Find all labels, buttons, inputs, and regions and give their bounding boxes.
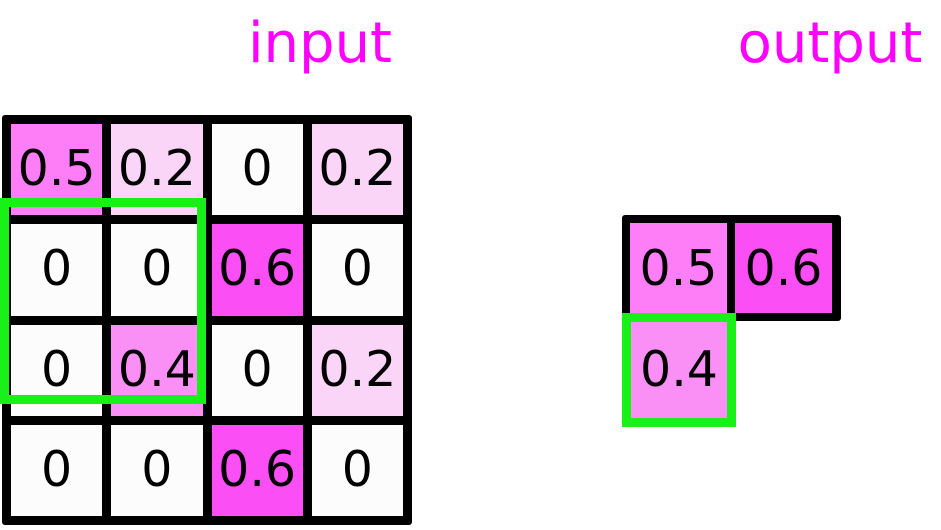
output-cell-2[interactable]: 0.6 <box>735 223 832 313</box>
input-grid: 0.5 0.2 0 0.2 0 0 0.6 0 0 0.4 0 0.2 0 0 0.6 0 <box>2 115 412 525</box>
input-cell-value: 0 <box>41 240 73 298</box>
output-cell-value: 0.5 <box>639 239 718 297</box>
output-cell-1[interactable]: 0.5 <box>630 223 727 313</box>
input-cell-value: 0 <box>241 340 273 398</box>
output-selected-cell: 0.4 <box>622 313 736 427</box>
input-cell-value: 0.6 <box>218 440 297 498</box>
input-cell-r1c4[interactable]: 0.2 <box>311 124 403 216</box>
output-cell-value: 0.6 <box>744 239 823 297</box>
input-cell-r1c1[interactable]: 0.5 <box>11 124 103 216</box>
output-top-row: 0.5 0.6 <box>622 215 841 321</box>
input-cell-r1c2[interactable]: 0.2 <box>111 124 203 216</box>
input-cell-value: 0.6 <box>218 240 297 298</box>
input-cell-value: 0 <box>41 340 73 398</box>
input-cell-value: 0.5 <box>17 140 96 198</box>
output-grid: 0.5 0.6 0.4 <box>613 206 843 428</box>
input-cell-value: 0.4 <box>117 340 196 398</box>
input-cell-r3c3[interactable]: 0 <box>211 324 303 416</box>
input-cell-r3c2[interactable]: 0.4 <box>111 324 203 416</box>
input-cell-r4c2[interactable]: 0 <box>111 424 203 516</box>
input-cell-value: 0 <box>341 440 373 498</box>
input-cell-r2c2[interactable]: 0 <box>111 224 203 316</box>
input-cell-r2c3[interactable]: 0.6 <box>211 224 303 316</box>
input-cell-r2c4[interactable]: 0 <box>311 224 403 316</box>
input-cell-r2c1[interactable]: 0 <box>11 224 103 316</box>
input-cell-value: 0.2 <box>318 340 397 398</box>
output-title: output <box>737 11 923 76</box>
input-cell-value: 0 <box>341 240 373 298</box>
input-cell-r4c3[interactable]: 0.6 <box>211 424 303 516</box>
input-cell-r1c3[interactable]: 0 <box>211 124 303 216</box>
input-cell-r3c4[interactable]: 0.2 <box>311 324 403 416</box>
input-cell-value: 0.2 <box>318 140 397 198</box>
input-cell-r4c1[interactable]: 0 <box>11 424 103 516</box>
input-cell-r3c1[interactable]: 0 <box>11 324 103 416</box>
input-cell-r4c4[interactable]: 0 <box>311 424 403 516</box>
input-cell-value: 0 <box>41 440 73 498</box>
input-cell-value: 0 <box>241 140 273 198</box>
input-cell-value: 0 <box>141 240 173 298</box>
input-title: input <box>247 11 393 76</box>
input-cell-value: 0.2 <box>117 140 196 198</box>
input-cell-value: 0 <box>141 440 173 498</box>
output-selected-cell-value: 0.4 <box>640 340 718 398</box>
